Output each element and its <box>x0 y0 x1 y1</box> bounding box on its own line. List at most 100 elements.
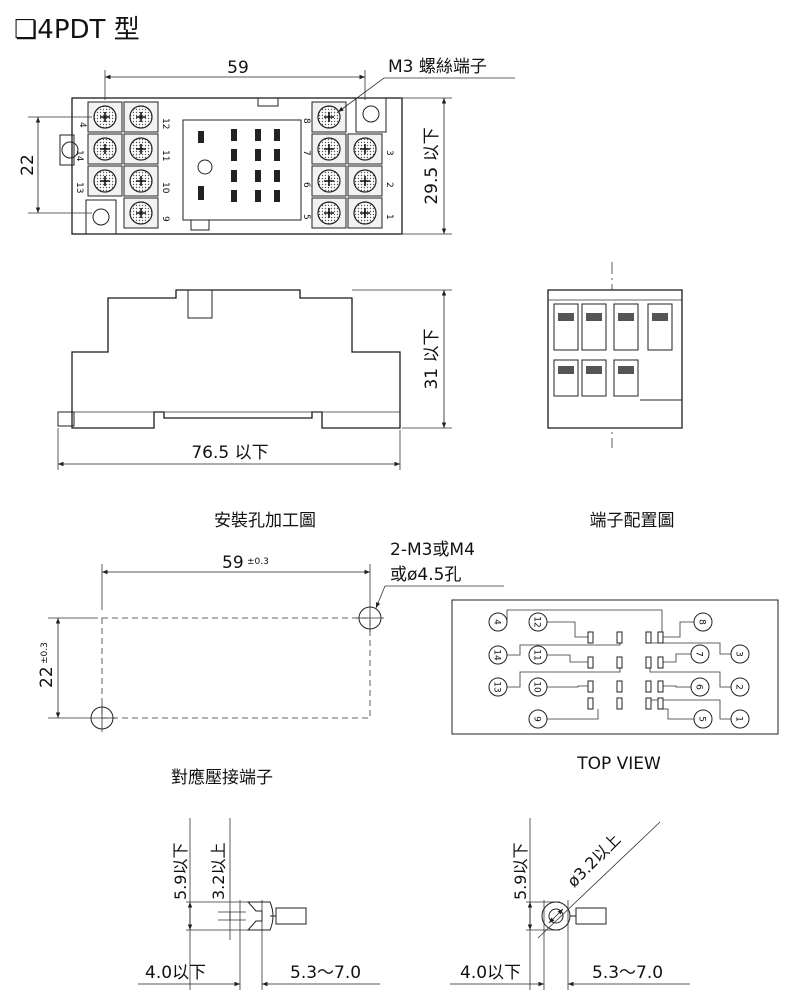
terminal-circle-7 <box>690 644 710 664</box>
wire-4 <box>547 685 588 688</box>
hole-label-line2: 或ø4.5孔 <box>390 565 461 585</box>
term-num-1: 1 <box>384 214 394 220</box>
crimp-left-w2: 5.3～7.0 <box>290 963 361 983</box>
contact-1 <box>587 631 594 644</box>
terminal-circle-8 <box>693 612 713 632</box>
term-num-10: 10 <box>160 182 170 194</box>
terminal-circle-9 <box>528 709 548 729</box>
terminal-number-7: 7 <box>694 651 704 657</box>
page-title: ❏4PDT 型 <box>14 15 140 45</box>
dim-76-5: 76.5 以下 <box>191 443 268 463</box>
term-num-7: 7 <box>301 150 311 156</box>
socket-end-view <box>547 262 683 448</box>
dim-59: 59 <box>227 58 249 78</box>
crimp-left-d2: 3.2以上 <box>209 843 228 900</box>
terminal-number-12: 12 <box>532 616 542 627</box>
terminal-circle-2 <box>730 677 750 697</box>
term-num-9: 9 <box>160 216 170 222</box>
contact-3 <box>645 631 652 644</box>
contact-2 <box>616 631 623 644</box>
crimp-right-w2: 5.3～7.0 <box>592 963 663 983</box>
terminal-circle-6 <box>690 677 710 697</box>
terminal-number-2: 2 <box>734 684 744 690</box>
wire-8 <box>663 621 694 638</box>
terminal-circle-11 <box>528 645 548 665</box>
top-view-caption: TOP VIEW <box>576 754 661 774</box>
term-num-3: 3 <box>384 150 394 156</box>
mount-dim-22-tol: ±0.3 <box>40 642 50 664</box>
mount-dim-59: 59 <box>222 553 244 573</box>
crimp-terminal-ring: 5.9以下 ø3.2以上 4.0以下 5.3～7.0 <box>450 818 690 990</box>
term-num-2: 2 <box>384 182 394 188</box>
contact-13 <box>587 697 594 710</box>
wire-11 <box>663 685 691 688</box>
contact-8 <box>657 656 664 669</box>
wire-12 <box>649 668 731 688</box>
terminal-number-9: 9 <box>532 716 542 722</box>
contact-9 <box>587 680 594 693</box>
term-num-12: 12 <box>160 118 170 129</box>
socket-top-view: 4 14 13 12 11 10 9 8 7 6 5 3 2 1 59 M3 螺… <box>18 57 515 235</box>
contact-10 <box>616 680 623 693</box>
contact-14 <box>616 697 623 710</box>
term-num-8: 8 <box>301 118 311 124</box>
contact-12 <box>657 680 664 693</box>
contact-4 <box>657 631 664 644</box>
terminal-circle-13 <box>488 677 508 697</box>
term-num-5: 5 <box>301 214 311 220</box>
terminal-number-13: 13 <box>492 681 502 692</box>
terminal-circle-12 <box>528 612 548 632</box>
wire-9 <box>663 653 691 663</box>
mounting-title: 安裝孔加工圖 <box>214 511 316 531</box>
wire-3 <box>547 654 588 663</box>
terminal-circle-14 <box>488 645 508 665</box>
term-num-11: 11 <box>160 150 170 161</box>
contact-15 <box>645 697 652 710</box>
dim-22: 22 <box>18 154 38 176</box>
wire-7 <box>507 668 621 688</box>
terminal-number-10: 10 <box>532 681 542 693</box>
terminal-circle-5 <box>693 709 713 729</box>
dim-29-5: 29.5 以下 <box>422 127 442 204</box>
crimp-right-d2: ø3.2以上 <box>563 830 624 891</box>
wire-2 <box>547 621 588 638</box>
wire-6 <box>507 643 621 656</box>
terminal-number-11: 11 <box>532 649 542 660</box>
mount-dim-22: 22 <box>37 666 57 688</box>
layout-title: 端子配置圖 <box>590 511 675 531</box>
terminal-number-14: 14 <box>492 649 502 661</box>
wire-1 <box>506 609 663 632</box>
terminal-number-3: 3 <box>734 651 744 657</box>
crimp-title: 對應壓接端子 <box>171 767 273 788</box>
contact-7 <box>645 656 652 669</box>
terminal-circle-10 <box>528 677 548 697</box>
crimp-right-w1: 4.0以下 <box>460 963 521 983</box>
screw-terminals <box>87 101 383 229</box>
crimp-right-d1: 5.9以下 <box>511 843 530 900</box>
contact-6 <box>616 656 623 669</box>
contact-11 <box>645 680 652 693</box>
dim-31: 31 以下 <box>422 328 442 389</box>
mounting-hole-drawing: 59 ±0.3 22 ±0.3 2-M3或M4 或ø4.5孔 <box>37 540 504 732</box>
socket-side-view: 31 以下 76.5 以下 <box>57 289 452 470</box>
terminal-number-4: 4 <box>492 619 502 625</box>
term-num-6: 6 <box>301 182 311 188</box>
terminal-layout-diagram: 4 12 8 14 11 7 3 13 10 6 2 9 5 1 <box>451 599 779 735</box>
crimp-left-d1: 5.9以下 <box>171 843 190 900</box>
term-num-4: 4 <box>77 122 87 128</box>
contact-16 <box>657 697 664 710</box>
terminal-number-1: 1 <box>734 716 744 722</box>
terminal-circle-1 <box>730 709 750 729</box>
contact-5 <box>587 656 594 669</box>
crimp-terminal-fork: 5.9以下 3.2以上 4.0以下 5.3～7.0 <box>138 818 380 990</box>
terminal-circle-4 <box>488 612 508 632</box>
term-num-13: 13 <box>74 182 84 193</box>
hole-label-line1: 2-M3或M4 <box>390 540 475 560</box>
terminal-number-8: 8 <box>697 619 707 625</box>
wire-13 <box>663 708 694 720</box>
term-num-14: 14 <box>74 150 84 162</box>
terminal-number-6: 6 <box>694 684 704 690</box>
crimp-left-w1: 4.0以下 <box>145 963 206 983</box>
terminal-number-5: 5 <box>697 716 707 722</box>
